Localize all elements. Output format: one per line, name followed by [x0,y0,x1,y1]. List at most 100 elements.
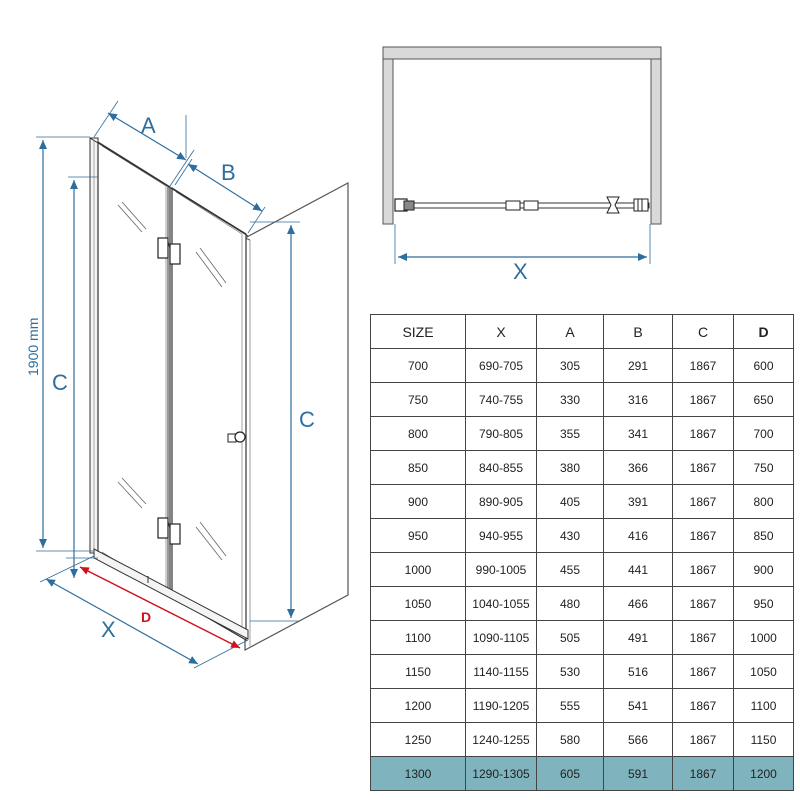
table-cell: 541 [603,688,673,723]
table-cell: 1100 [370,620,466,655]
table-cell: 1867 [672,654,734,689]
table-cell: 1867 [672,518,734,553]
dimension-x-top-label: X [513,259,528,284]
dimension-c-right [250,221,300,622]
top-view-left-wall [382,58,394,225]
table-cell: 750 [733,450,794,485]
table-header-row: SIZE X A B C D [370,314,794,349]
table-cell: 330 [536,382,604,417]
table-cell: 1000 [733,620,794,655]
table-cell: 380 [536,450,604,485]
table-cell: 600 [733,348,794,383]
glass-reflections [117,201,227,561]
table-cell: 800 [370,416,466,451]
header-x: X [465,314,537,349]
table-cell: 1867 [672,416,734,451]
table-cell: 1250 [370,722,466,757]
table-cell: 850 [733,518,794,553]
front-view: A B 1900 mm C C [25,100,349,669]
table-cell: 990-1005 [465,552,537,587]
table-cell: 1200 [733,756,794,791]
table-cell: 1867 [672,348,734,383]
table-cell: 580 [536,722,604,757]
table-cell: 1050 [370,586,466,621]
table-cell: 940-955 [465,518,537,553]
table-cell: 740-755 [465,382,537,417]
hinge-bottom [157,517,181,545]
door-knob [227,431,246,443]
table-cell: 341 [603,416,673,451]
header-b: B [603,314,673,349]
table-cell: 1867 [672,722,734,757]
dimension-b-label: B [221,160,236,185]
table-cell: 355 [536,416,604,451]
table-cell: 750 [370,382,466,417]
table-cell: 1867 [672,450,734,485]
dimension-a [93,100,195,187]
door-panel-right [171,186,247,642]
table-cell: 900 [733,552,794,587]
dimension-height [36,136,94,552]
table-cell: 1000 [370,552,466,587]
top-view-back-wall [382,46,662,60]
header-d: D [733,314,794,349]
table-cell: 505 [536,620,604,655]
table-cell: 430 [536,518,604,553]
table-cell: 1867 [672,382,734,417]
header-size: SIZE [370,314,466,349]
top-view-right-wall [650,58,662,225]
table-cell: 950 [370,518,466,553]
table-cell: 800 [733,484,794,519]
table-cell: 491 [603,620,673,655]
table-cell: 1240-1255 [465,722,537,757]
table-cell: 391 [603,484,673,519]
table-cell: 1150 [370,654,466,689]
table-cell: 466 [603,586,673,621]
table-cell: 441 [603,552,673,587]
table-cell: 1090-1105 [465,620,537,655]
table-cell: 366 [603,450,673,485]
table-cell: 480 [536,586,604,621]
table-cell: 566 [603,722,673,757]
header-c: C [672,314,734,349]
table-cell: 305 [536,348,604,383]
table-cell: 555 [536,688,604,723]
dimension-d-label: D [141,609,151,625]
table-cell: 1190-1205 [465,688,537,723]
table-cell: 1150 [733,722,794,757]
dimension-b [174,158,266,234]
header-a: A [536,314,604,349]
side-wall-panel [244,181,349,652]
table-cell: 1867 [672,586,734,621]
table-cell: 950 [733,586,794,621]
table-cell: 700 [370,348,466,383]
table-cell: 416 [603,518,673,553]
dimension-d [79,566,241,649]
table-cell: 1140-1155 [465,654,537,689]
table-cell: 890-905 [465,484,537,519]
table-cell: 690-705 [465,348,537,383]
dimension-c-left-label: C [52,370,68,395]
table-cell: 1040-1055 [465,586,537,621]
table-cell: 1050 [733,654,794,689]
dimension-c-left [66,176,98,578]
height-label: 1900 mm [25,318,41,376]
table-cell: 1290-1305 [465,756,537,791]
dimension-c-right-label: C [299,407,315,432]
dimension-x-front-label: X [101,617,116,642]
table-cell: 530 [536,654,604,689]
table-cell: 516 [603,654,673,689]
table-cell: 1867 [672,688,734,723]
table-cell: 1867 [672,484,734,519]
